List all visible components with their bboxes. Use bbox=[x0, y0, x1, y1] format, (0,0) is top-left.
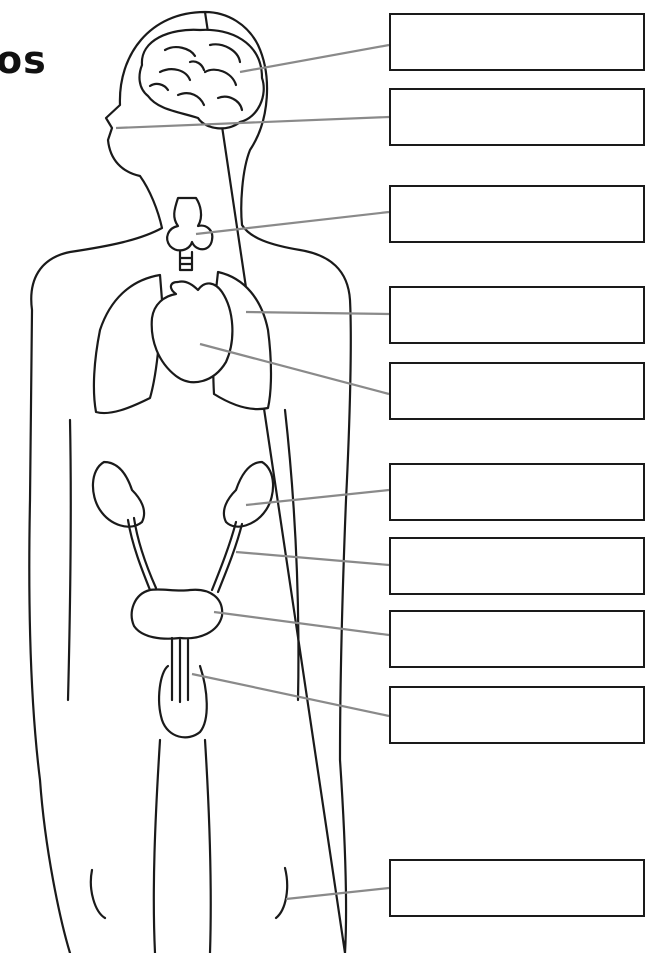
bladder bbox=[132, 589, 222, 638]
kidney-left bbox=[93, 462, 144, 527]
label-box-thyroid[interactable] bbox=[389, 185, 645, 243]
label-box-kidney[interactable] bbox=[389, 463, 645, 521]
label-box-skin[interactable] bbox=[389, 859, 645, 917]
label-box-lung[interactable] bbox=[389, 286, 645, 344]
lung-left bbox=[94, 275, 162, 413]
body-outline bbox=[29, 12, 350, 953]
label-box-brain[interactable] bbox=[389, 13, 645, 71]
label-box-ureter[interactable] bbox=[389, 537, 645, 595]
urethra bbox=[159, 638, 207, 737]
leader-line-head bbox=[116, 117, 389, 128]
leg-line-right bbox=[205, 740, 211, 953]
ureter-left bbox=[128, 520, 150, 590]
arm-line-right bbox=[285, 410, 298, 700]
leader-line-urethra bbox=[192, 674, 389, 716]
brain bbox=[140, 30, 264, 129]
leg-line-left bbox=[154, 740, 160, 953]
kidney-right bbox=[224, 462, 273, 527]
label-box-head[interactable] bbox=[389, 88, 645, 146]
label-box-urethra[interactable] bbox=[389, 686, 645, 744]
leader-line-lung bbox=[246, 312, 389, 314]
leader-line-bladder bbox=[214, 612, 389, 635]
label-box-heart[interactable] bbox=[389, 362, 645, 420]
arm-line-left bbox=[68, 420, 71, 700]
knee-mark-right bbox=[276, 868, 287, 918]
ureter-right-b bbox=[218, 524, 242, 592]
heart bbox=[152, 281, 233, 382]
label-box-bladder[interactable] bbox=[389, 610, 645, 668]
leader-line-thyroid bbox=[196, 212, 389, 234]
leader-line-ureter bbox=[236, 552, 389, 565]
knee-mark-left bbox=[91, 870, 105, 918]
